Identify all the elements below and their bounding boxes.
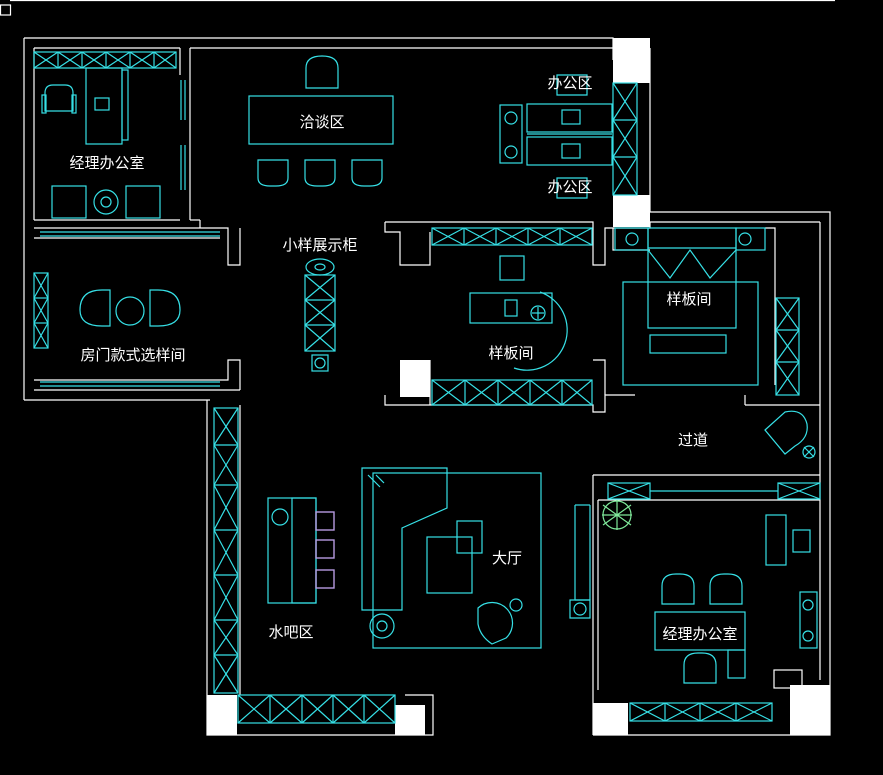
outer-walls [23,37,831,736]
label-hall: 大厅 [492,549,522,567]
label-office-area-bottom: 办公区 [547,178,592,196]
corridor-lounge-chair [764,410,816,459]
door-sample-room-furniture [79,289,181,327]
windows [40,80,591,601]
structural-columns [207,38,830,735]
label-corridor: 过道 [678,431,708,449]
label-sample-cabinet: 小样展示柜 [282,236,357,254]
label-meeting-area: 洽谈区 [299,113,344,131]
label-sample-room-right: 样板间 [666,290,711,308]
label-manager-office-bottom: 经理办公室 [662,625,737,643]
storage-cabinets [33,51,821,724]
water-bar-counter [267,497,335,604]
corner-marker [0,4,12,16]
interior-walls [34,48,776,413]
label-door-sample-room: 房门款式选样间 [80,346,185,364]
meeting-table [248,55,394,187]
label-office-area-top: 办公区 [547,74,592,92]
label-sample-room-center: 样板间 [488,344,533,362]
hall-sofa-group [361,467,591,649]
bedroom-sample-furniture [614,227,766,386]
sample-showcase-cabinet [304,258,336,372]
label-water-bar: 水吧区 [268,623,313,641]
plant-icon [602,500,632,530]
office-desks [499,74,613,199]
label-manager-office-top: 经理办公室 [69,154,144,172]
manager-office-top-furniture [41,67,161,219]
sample-room-center-furniture [469,255,568,371]
manager-office-bottom-furniture [654,514,818,689]
